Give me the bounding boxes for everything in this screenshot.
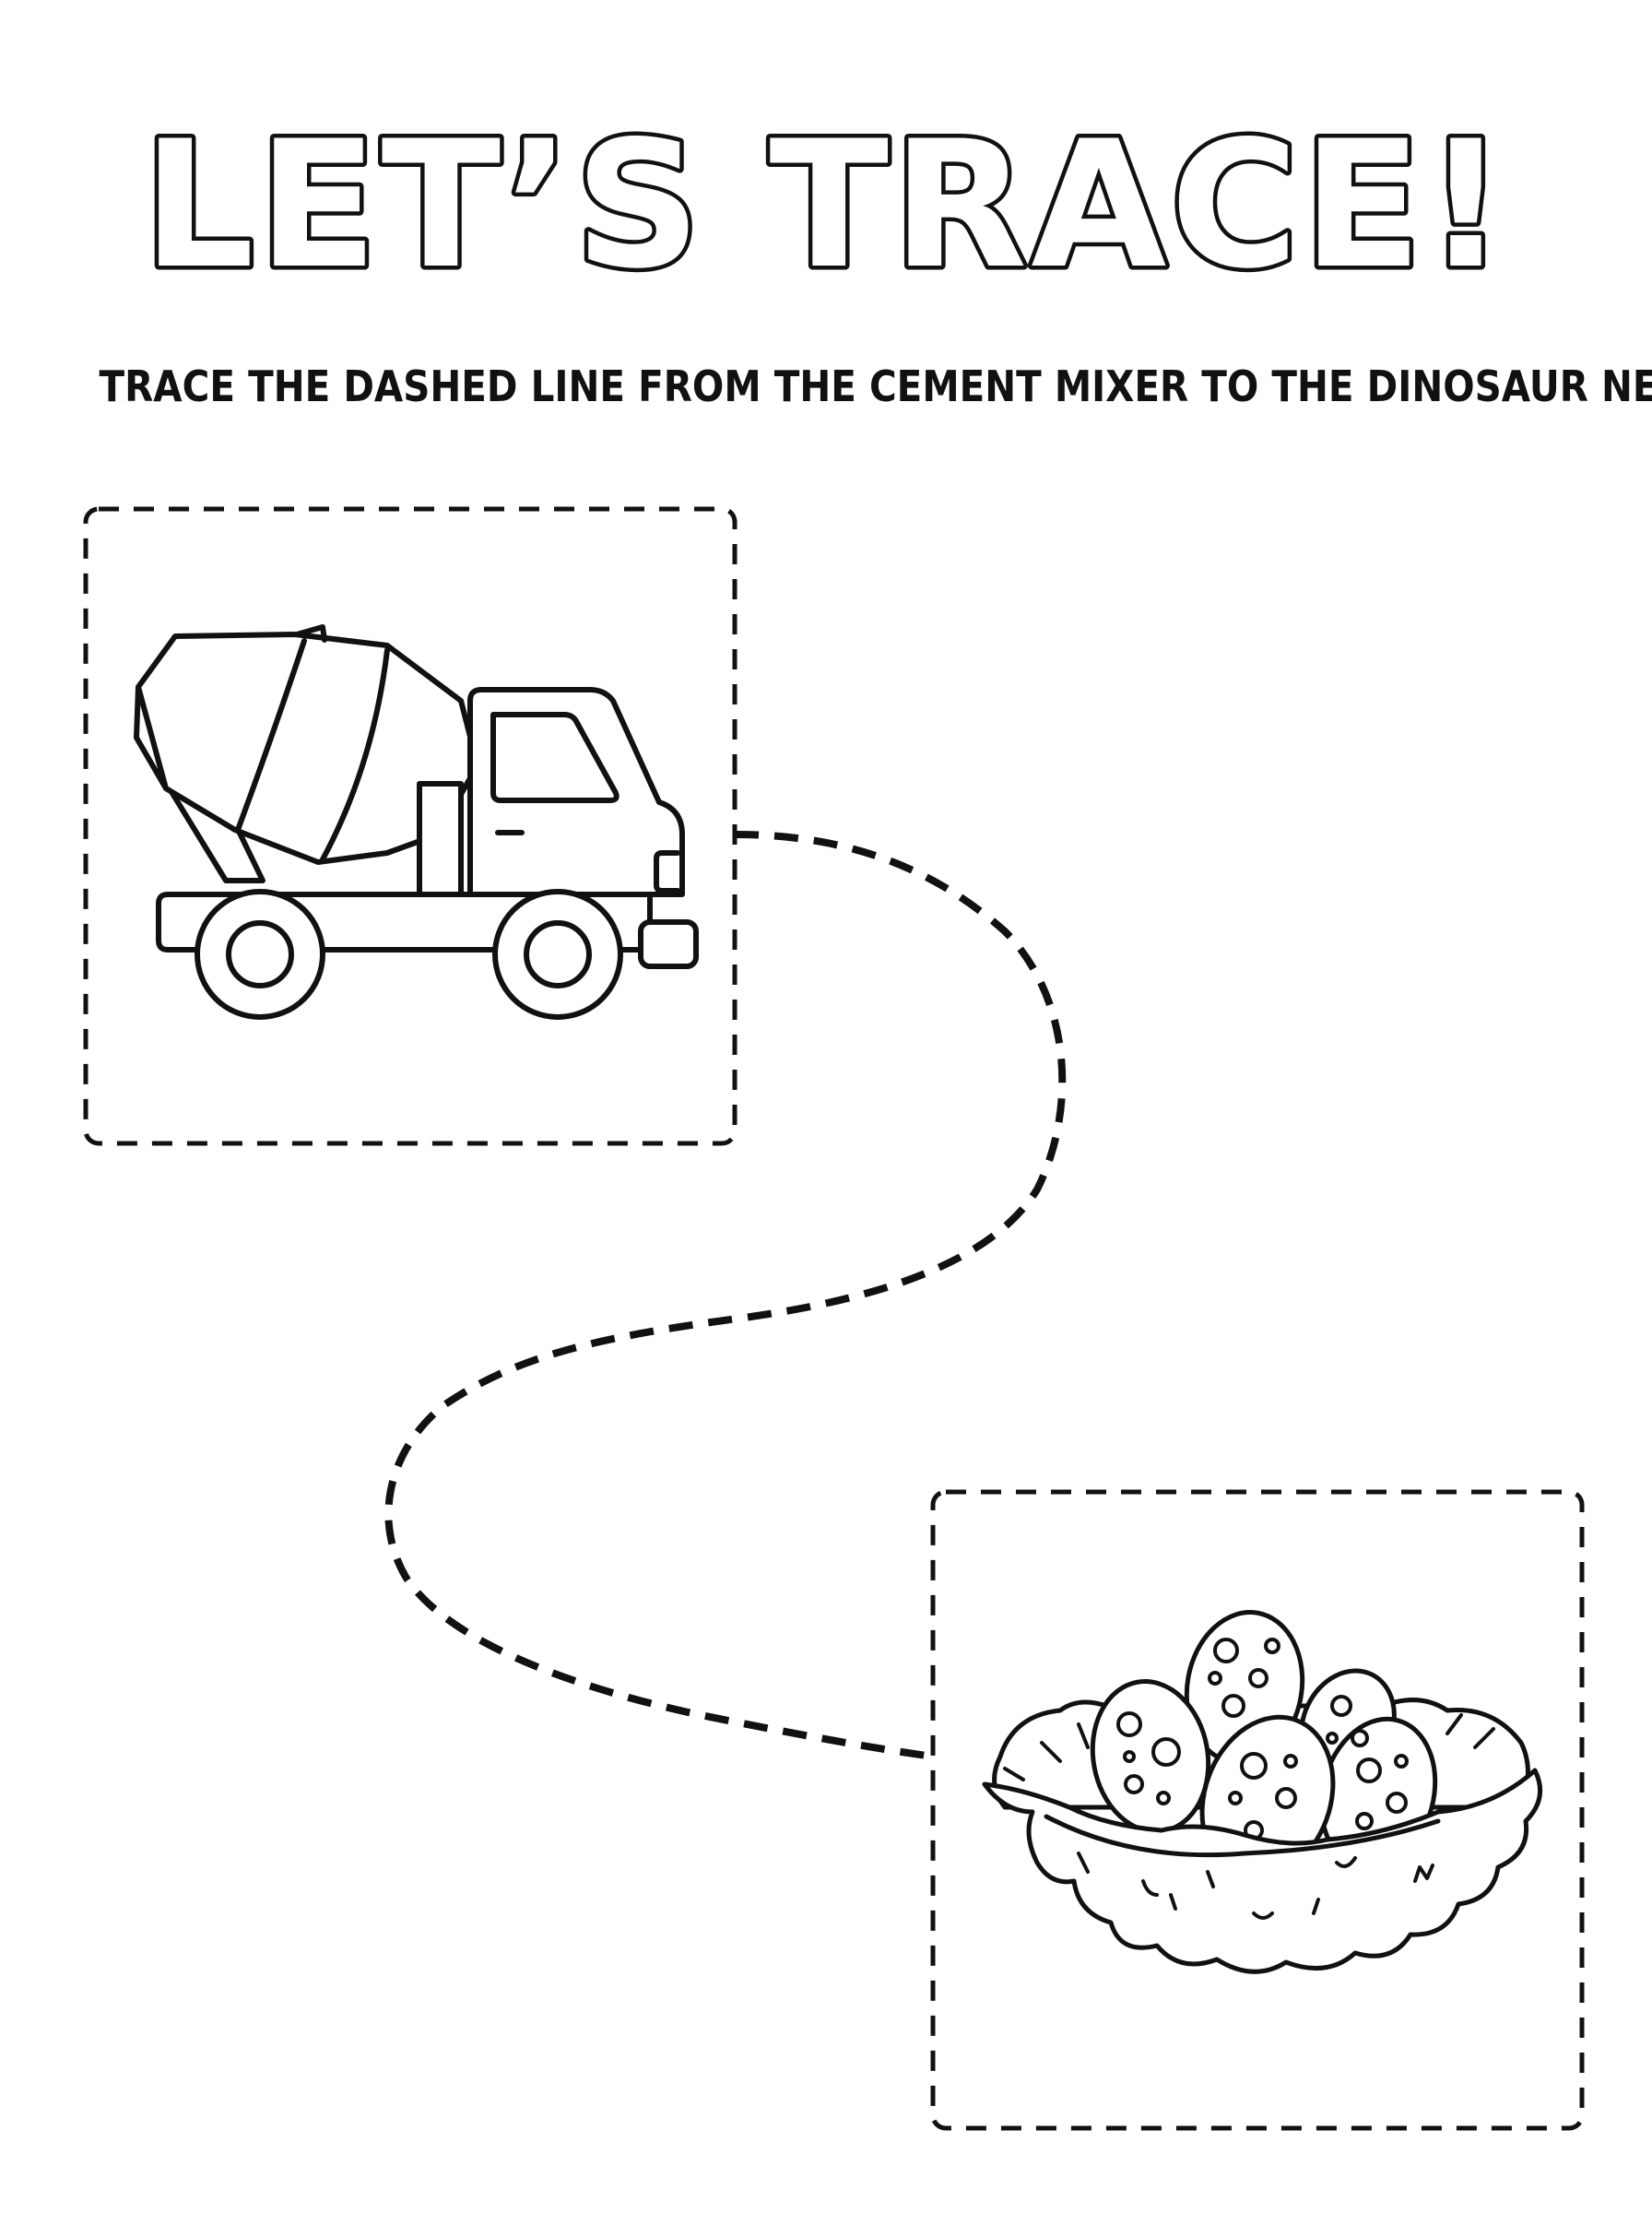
dinosaur-nest-eggs-icon xyxy=(982,1610,1543,1974)
instruction-text: TRACE THE DASHED LINE FROM THE CEMENT MI… xyxy=(99,361,1652,411)
page-title-text: LET’S TRACE! xyxy=(143,111,1509,295)
page-title: LET’S TRACE! xyxy=(0,111,1652,295)
start-frame xyxy=(83,506,738,1146)
dashed-tracing-path xyxy=(384,831,1067,1760)
end-frame xyxy=(930,1489,1585,2131)
cement-mixer-truck-icon xyxy=(134,624,699,1020)
